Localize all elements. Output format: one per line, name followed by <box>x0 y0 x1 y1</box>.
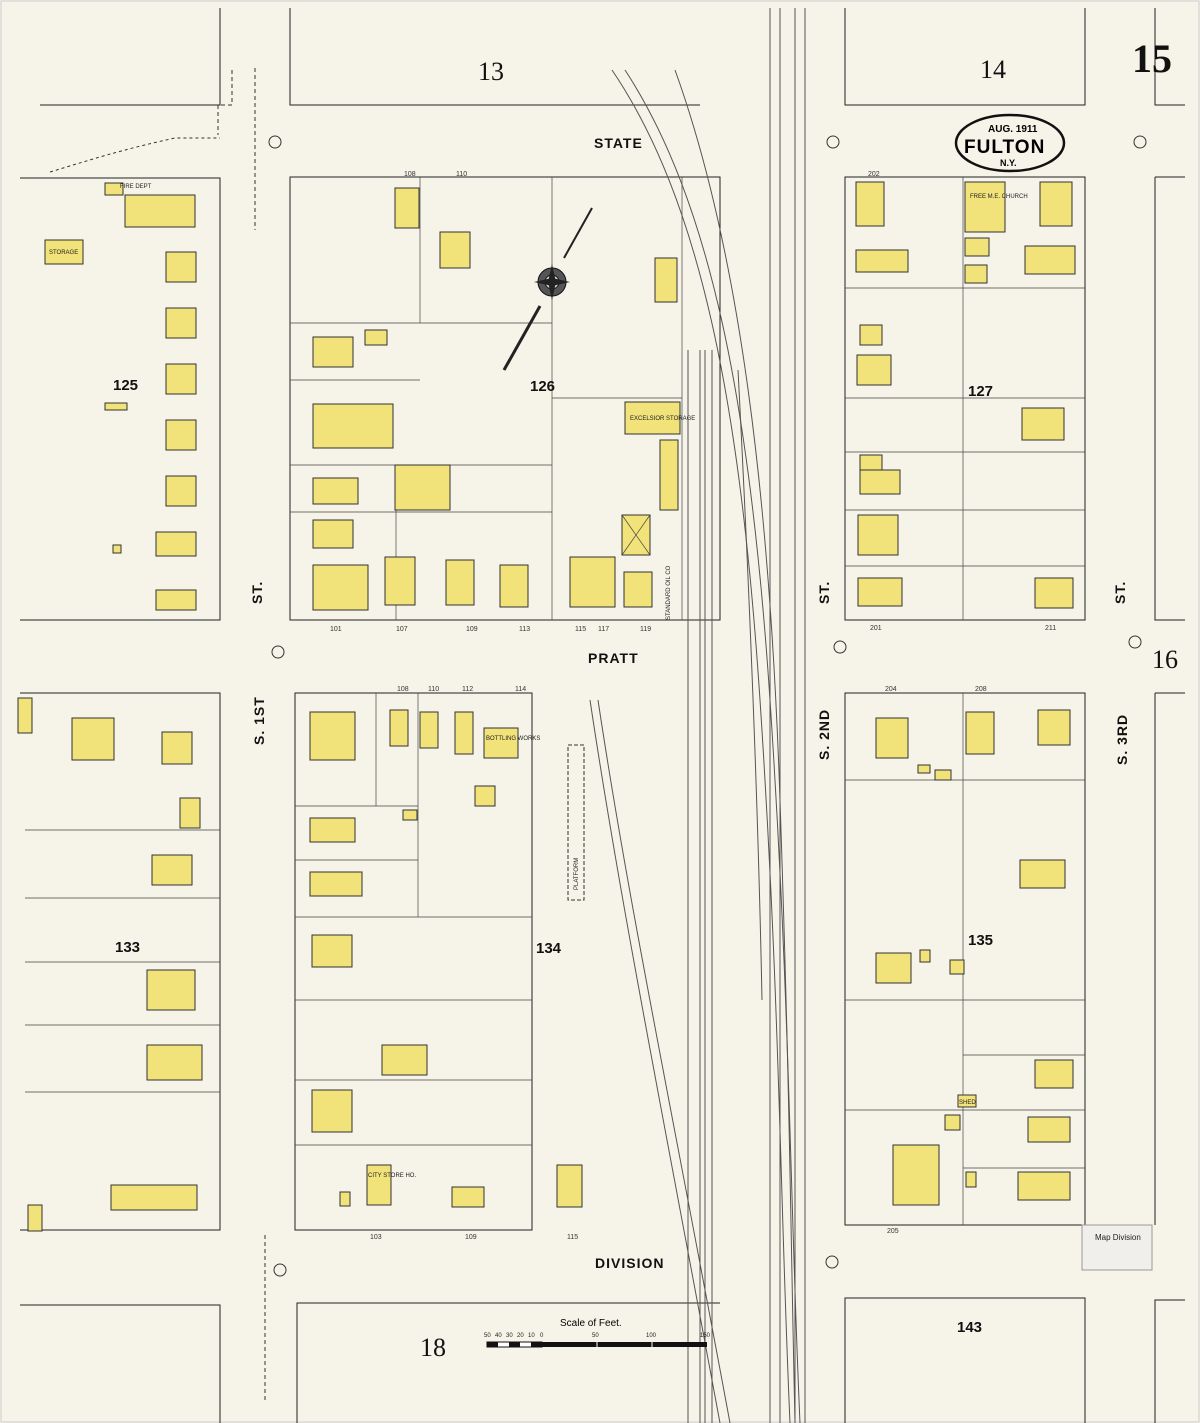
se-bottom-block <box>1154 1299 1185 1423</box>
block-13-outline <box>289 8 700 106</box>
street-s2nd-lower: S. 2ND <box>816 709 832 760</box>
block-125: STORAGE FIRE DEPT 125 <box>20 177 221 621</box>
adjacent-sheet-16: 16 <box>1152 645 1178 674</box>
storage-label: STORAGE <box>49 250 78 256</box>
stamp-city: FULTON <box>964 137 1045 158</box>
addr-pratt-201: 201 <box>870 625 882 632</box>
block-127: FREE M.E. CHURCH 127 <box>844 176 1086 621</box>
addr-division-205: 205 <box>887 1228 899 1235</box>
scale-tick-150: 150 <box>700 1333 711 1339</box>
scale-tick-50l: 50 <box>484 1333 491 1339</box>
street-state: STATE <box>594 135 643 151</box>
shed-label: SHED <box>959 1100 976 1106</box>
railroad-tracks <box>589 8 806 1423</box>
platform-label: PLATFORM <box>574 858 580 890</box>
addr-pratt-n-108: 108 <box>397 686 409 693</box>
ne-east-block <box>1154 176 1185 621</box>
street-markers <box>268 135 1147 1277</box>
block-133: 133 <box>17 692 221 1232</box>
scale-tick-100: 100 <box>646 1333 657 1339</box>
addr-pratt-211: 211 <box>1045 625 1056 632</box>
addr-pratt-101: 101 <box>330 626 342 633</box>
stamp-date: AUG. 1911 <box>988 124 1038 135</box>
city-store-label: CITY STORE HO. <box>368 1173 416 1179</box>
addr-state-110: 110 <box>456 171 467 178</box>
addr-pratt-117: 117 <box>598 626 609 633</box>
street-division: DIVISION <box>595 1255 664 1271</box>
addr-pratt-119: 119 <box>640 626 651 633</box>
library-stamp: Map Division <box>1081 1224 1153 1271</box>
storage-building <box>44 239 84 265</box>
scale-title: Scale of Feet. <box>560 1318 622 1329</box>
street-s1st-upper: ST. <box>249 581 265 604</box>
church-label: FREE M.E. CHURCH <box>970 194 1028 200</box>
sw-bottom-block <box>20 1304 221 1423</box>
railway-platform <box>567 744 585 901</box>
scale-bar: Scale of Feet. 50 40 30 20 10 0 50 100 1… <box>484 1318 711 1348</box>
block-135-number: 135 <box>968 932 993 949</box>
nw-block-outline <box>40 8 221 106</box>
block-126-number: 126 <box>530 378 555 395</box>
addr-state-202: 202 <box>868 171 880 178</box>
water-pipe-nw <box>49 137 220 173</box>
water-pipe <box>217 68 266 1400</box>
addr-division-103: 103 <box>370 1234 382 1241</box>
block-125-number: 125 <box>113 377 138 394</box>
street-s1st-lower: S. 1ST <box>251 696 267 745</box>
se-east-block <box>1154 692 1185 1225</box>
addr-pratt-113: 113 <box>519 626 530 633</box>
addr-division-115: 115 <box>567 1234 578 1241</box>
scale-tick-30: 30 <box>506 1333 513 1339</box>
block-133-number: 133 <box>115 939 140 956</box>
scale-tick-20: 20 <box>517 1333 524 1339</box>
addr-pratt-109: 109 <box>466 626 478 633</box>
map-division-label: Map Division <box>1095 1233 1141 1242</box>
addr-pratt-107: 107 <box>396 626 408 633</box>
addr-pratt-115: 115 <box>575 626 586 633</box>
block-134: BOTTLING WORKS CITY STORE HO. 134 <box>294 692 583 1231</box>
sheet-number: 15 <box>1132 36 1172 81</box>
address-numbers: 108 110 202 101 107 109 113 115 117 119 … <box>330 171 1056 1241</box>
adjacent-sheet-18: 18 <box>420 1333 446 1362</box>
scale-tick-0: 0 <box>540 1333 544 1339</box>
scale-tick-50: 50 <box>592 1333 599 1339</box>
standard-oil-label: STANDARD OIL CO <box>666 565 672 620</box>
addr-pratt-n-110: 110 <box>428 686 439 693</box>
addr-pratt-n-112: 112 <box>462 686 473 693</box>
street-s3rd-lower: S. 3RD <box>1114 714 1130 765</box>
adjacent-sheet-14: 14 <box>980 55 1006 84</box>
addr-state-108: 108 <box>404 171 416 178</box>
block-127-number: 127 <box>968 383 993 400</box>
scale-tick-10: 10 <box>528 1333 535 1339</box>
street-s2nd-upper: ST. <box>816 581 832 604</box>
block-143-outline <box>844 1297 1086 1423</box>
block-126: EXCELSIOR STORAGE STANDARD OIL CO 126 <box>289 176 721 621</box>
date-stamp: AUG. 1911 FULTON N.Y. <box>954 113 1066 173</box>
excelsior-label: EXCELSIOR STORAGE <box>630 416 695 422</box>
addr-pratt-n-114: 114 <box>515 686 526 693</box>
block-134-number: 134 <box>536 940 562 957</box>
block-143-number: 143 <box>957 1319 982 1336</box>
addr-pratt-n-204: 204 <box>885 686 897 693</box>
addr-division-109: 109 <box>465 1234 477 1241</box>
stamp-state: N.Y. <box>1000 158 1017 168</box>
addr-pratt-n-208: 208 <box>975 686 987 693</box>
block-18-outline <box>296 1302 720 1423</box>
scale-tick-40: 40 <box>495 1333 502 1339</box>
block-14-outline <box>844 8 1086 106</box>
street-s3rd-upper: ST. <box>1112 581 1128 604</box>
compass-rose <box>502 207 593 371</box>
adjacent-sheet-13: 13 <box>478 57 504 86</box>
street-pratt: PRATT <box>588 650 639 666</box>
ne-block-outline <box>1154 8 1185 106</box>
fire-dept-label: FIRE DEPT <box>120 184 152 190</box>
bottling-label: BOTTLING WORKS <box>486 736 540 742</box>
